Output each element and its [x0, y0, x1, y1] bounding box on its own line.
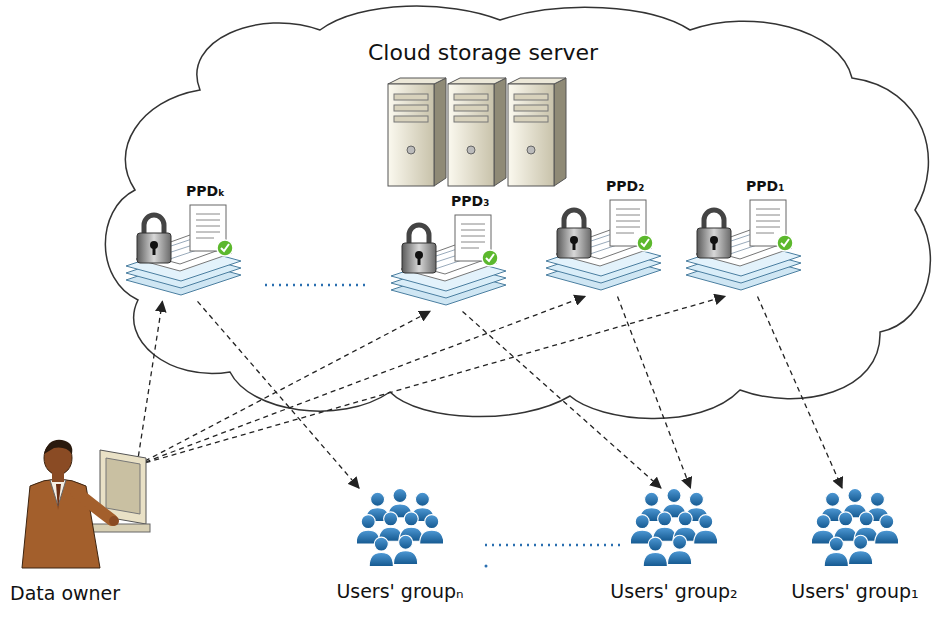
- data-owner-figure: [8, 428, 158, 578]
- ppd-label: PPD₁: [746, 178, 784, 194]
- cloud-outline: [105, 6, 930, 418]
- actor-label: Data owner: [10, 582, 120, 604]
- ppd-document-icon: [608, 198, 654, 252]
- encrypted-data-stack: PPDₖ: [126, 185, 256, 305]
- ppd-document-icon: [188, 203, 234, 257]
- dashed-arrow: [758, 296, 843, 488]
- ppd-document-icon: [748, 198, 794, 252]
- dashed-arrow: [137, 296, 725, 465]
- user-group: Users' group₂: [592, 488, 756, 610]
- ppd-label: PPD₃: [451, 193, 489, 209]
- dashed-arrow: [618, 296, 691, 488]
- group-label: Users' group₂: [592, 580, 756, 602]
- dashed-arrow: [137, 301, 162, 465]
- ppd-label: PPDₖ: [186, 183, 225, 199]
- group-label: Users' group₁: [774, 580, 936, 602]
- user-group: Users' groupₙ: [318, 488, 482, 610]
- user-group-icon: [631, 488, 717, 574]
- ellipsis-dot: [485, 565, 488, 568]
- dashed-arrow: [137, 311, 430, 465]
- ellipsis-dots: [265, 284, 365, 287]
- encrypted-data-stack: PPD₂: [546, 180, 676, 300]
- group-label: Users' groupₙ: [318, 580, 482, 602]
- dashed-arrow: [137, 296, 585, 465]
- data-owner: Data owner: [8, 428, 158, 614]
- cloud-title: Cloud storage server: [368, 40, 598, 65]
- ppd-label: PPD₂: [606, 178, 644, 194]
- user-group: Users' group₁: [774, 488, 936, 610]
- dashed-arrow: [463, 311, 661, 488]
- server-towers: [388, 78, 566, 186]
- encrypted-data-stack: PPD₁: [686, 180, 816, 300]
- ppd-document-icon: [453, 213, 499, 267]
- ellipsis-dots: [485, 544, 620, 547]
- dashed-arrow: [198, 301, 360, 488]
- encrypted-data-stack: PPD₃: [391, 195, 521, 315]
- user-group-icon: [357, 488, 443, 574]
- cloud-region: Cloud storage serverPPDₖPPD₃ PPD₂ PPD₁: [91, 0, 937, 425]
- user-group-icon: [812, 488, 898, 574]
